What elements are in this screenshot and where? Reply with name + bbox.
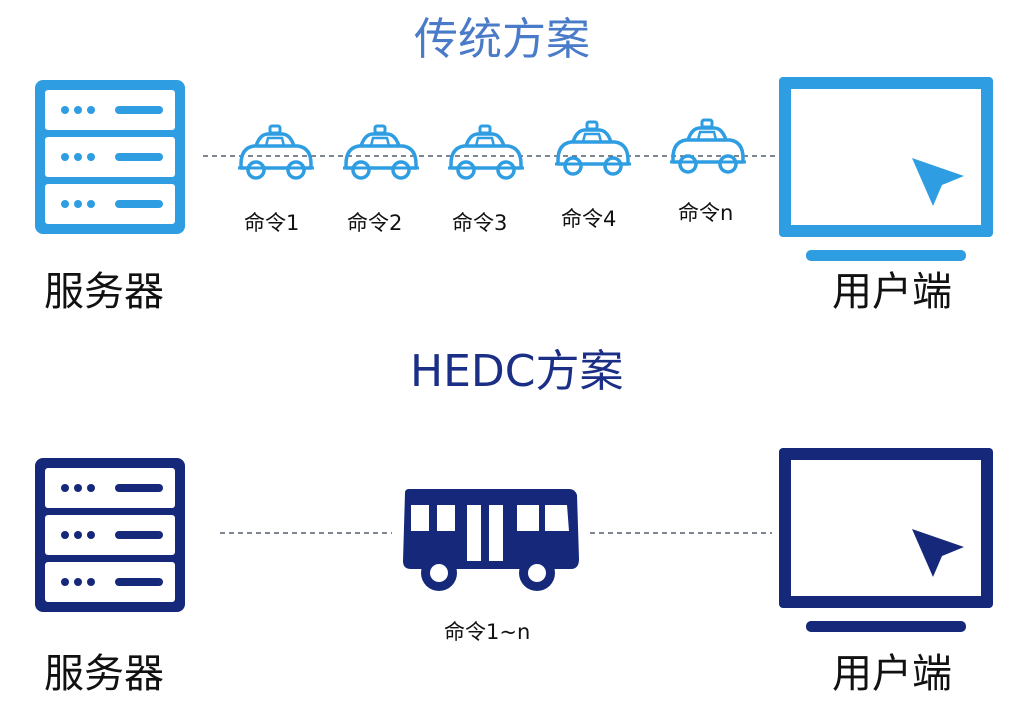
taxi-icon xyxy=(448,124,524,180)
monitor-cursor-icon xyxy=(779,448,993,632)
taxi-icon xyxy=(238,124,314,180)
traditional-title: 传统方案 xyxy=(414,14,590,65)
server-icon xyxy=(35,80,185,234)
hedc-title: HEDC方案 xyxy=(410,346,624,397)
traditional-server-label: 服务器 xyxy=(44,269,164,315)
traditional-command-label: 命令n xyxy=(678,201,734,225)
bus-icon xyxy=(403,489,579,591)
traditional-command-label: 命令2 xyxy=(347,211,403,235)
taxi-icon xyxy=(343,124,419,180)
taxi-icon xyxy=(555,120,631,176)
traditional-command-label: 命令3 xyxy=(452,211,508,235)
traditional-command-label: 命令1 xyxy=(244,211,300,235)
traditional-client-label: 用户端 xyxy=(832,269,952,315)
server-icon xyxy=(35,458,185,612)
hedc-command-label: 命令1~n xyxy=(444,620,531,644)
hedc-server-label: 服务器 xyxy=(44,651,164,697)
traditional-command-label: 命令4 xyxy=(561,207,617,231)
hedc-client-label: 用户端 xyxy=(832,651,952,697)
taxi-icon xyxy=(670,118,746,174)
monitor-cursor-icon xyxy=(779,77,993,261)
